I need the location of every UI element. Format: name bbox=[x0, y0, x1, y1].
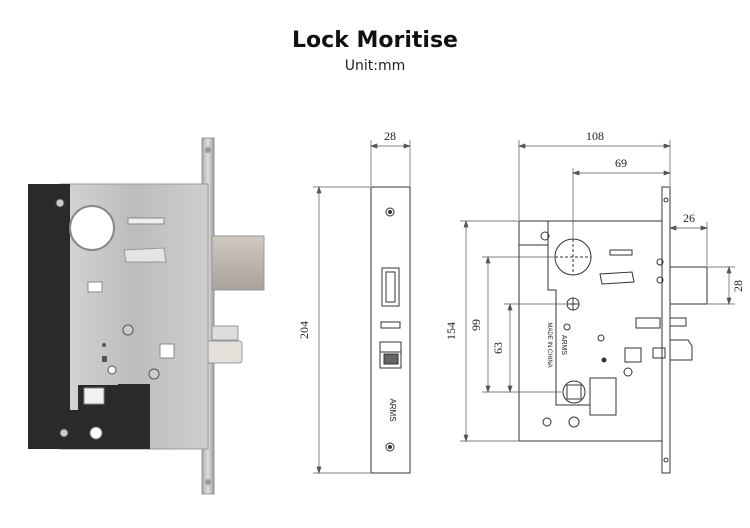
side-hole-bottom bbox=[568, 416, 580, 428]
photo-square-hole bbox=[87, 281, 103, 293]
side-63-label: 63 bbox=[491, 342, 505, 354]
side-backset-label: 69 bbox=[615, 156, 627, 170]
side-cylinder-square bbox=[566, 384, 582, 400]
front-dimensions bbox=[313, 140, 412, 475]
front-faceplate bbox=[370, 186, 411, 474]
side-screw-4 bbox=[656, 258, 664, 266]
side-lever bbox=[599, 271, 635, 285]
side-latch-height-label: 28 bbox=[731, 280, 745, 292]
side-case-height-label: 154 bbox=[444, 322, 458, 340]
photo-dark-plate bbox=[28, 184, 150, 449]
page-title: Lock Moritise bbox=[292, 28, 458, 53]
side-slot bbox=[609, 249, 633, 256]
side-small-block bbox=[652, 347, 666, 359]
side-latch bbox=[669, 339, 693, 361]
lock-photo bbox=[28, 137, 265, 495]
side-aux-latch bbox=[669, 317, 687, 327]
side-screw-6 bbox=[542, 417, 552, 427]
photo-faceplate-screw-bottom bbox=[205, 479, 211, 485]
front-deadbolt-inner bbox=[385, 271, 396, 303]
front-height-label: 204 bbox=[297, 321, 311, 339]
photo-deadbolt bbox=[211, 235, 265, 291]
front-screw-top-center bbox=[388, 210, 392, 214]
front-aux-slot bbox=[380, 321, 401, 329]
side-screw-3 bbox=[623, 367, 633, 377]
side-screw-1 bbox=[540, 231, 550, 241]
side-faceplate-screw-bottom bbox=[663, 457, 669, 463]
side-stamp: MADE IN CHINA bbox=[546, 322, 552, 367]
photo-spindle-hole bbox=[69, 205, 115, 251]
side-faceplate-screw-top bbox=[663, 197, 669, 203]
photo-screw-top bbox=[55, 198, 65, 208]
photo-screw-mid bbox=[122, 324, 134, 336]
front-view bbox=[370, 186, 411, 474]
front-screw-bottom bbox=[385, 442, 395, 452]
front-width-label: 28 bbox=[384, 129, 396, 143]
side-cylinder bbox=[562, 380, 586, 404]
side-pin-1 bbox=[563, 323, 571, 331]
side-inner-outline bbox=[547, 245, 590, 406]
side-pin-3 bbox=[601, 357, 607, 363]
side-square bbox=[624, 347, 642, 363]
photo-cylinder-square bbox=[83, 387, 105, 405]
photo-pin-2 bbox=[102, 356, 107, 362]
front-screw-bottom-center bbox=[388, 445, 392, 449]
front-deadbolt-slot bbox=[381, 267, 400, 307]
photo-hole-bottom bbox=[89, 426, 103, 440]
front-screw-top bbox=[385, 207, 395, 217]
side-dimensions bbox=[460, 140, 735, 443]
unit-label: Unit:mm bbox=[344, 58, 406, 74]
side-bar bbox=[635, 317, 661, 329]
side-99-label: 99 bbox=[469, 319, 483, 331]
photo-screw-right bbox=[148, 368, 160, 380]
front-latch-slot bbox=[379, 341, 402, 369]
side-view bbox=[518, 186, 708, 474]
photo-faceplate-screw-top bbox=[205, 147, 211, 153]
side-faceplate bbox=[661, 186, 671, 474]
photo-slot-top bbox=[127, 217, 165, 225]
front-brand: ARMS bbox=[388, 398, 397, 421]
side-width-label: 108 bbox=[586, 129, 604, 143]
photo-auxiliary-latch bbox=[211, 325, 239, 341]
photo-pin-1 bbox=[102, 343, 106, 347]
front-latch bbox=[383, 353, 399, 365]
photo-screw-bottom bbox=[59, 428, 69, 438]
side-screw-5 bbox=[656, 276, 664, 284]
photo-square-right bbox=[159, 343, 175, 359]
side-deadbolt bbox=[669, 266, 708, 305]
side-projection-label: 26 bbox=[683, 211, 695, 225]
side-pin-2 bbox=[597, 334, 605, 342]
side-cylinder-housing bbox=[589, 377, 617, 416]
side-brand: ARMS bbox=[560, 335, 567, 356]
photo-lever bbox=[123, 247, 167, 263]
photo-pin-3 bbox=[107, 365, 117, 375]
side-case bbox=[518, 220, 663, 442]
